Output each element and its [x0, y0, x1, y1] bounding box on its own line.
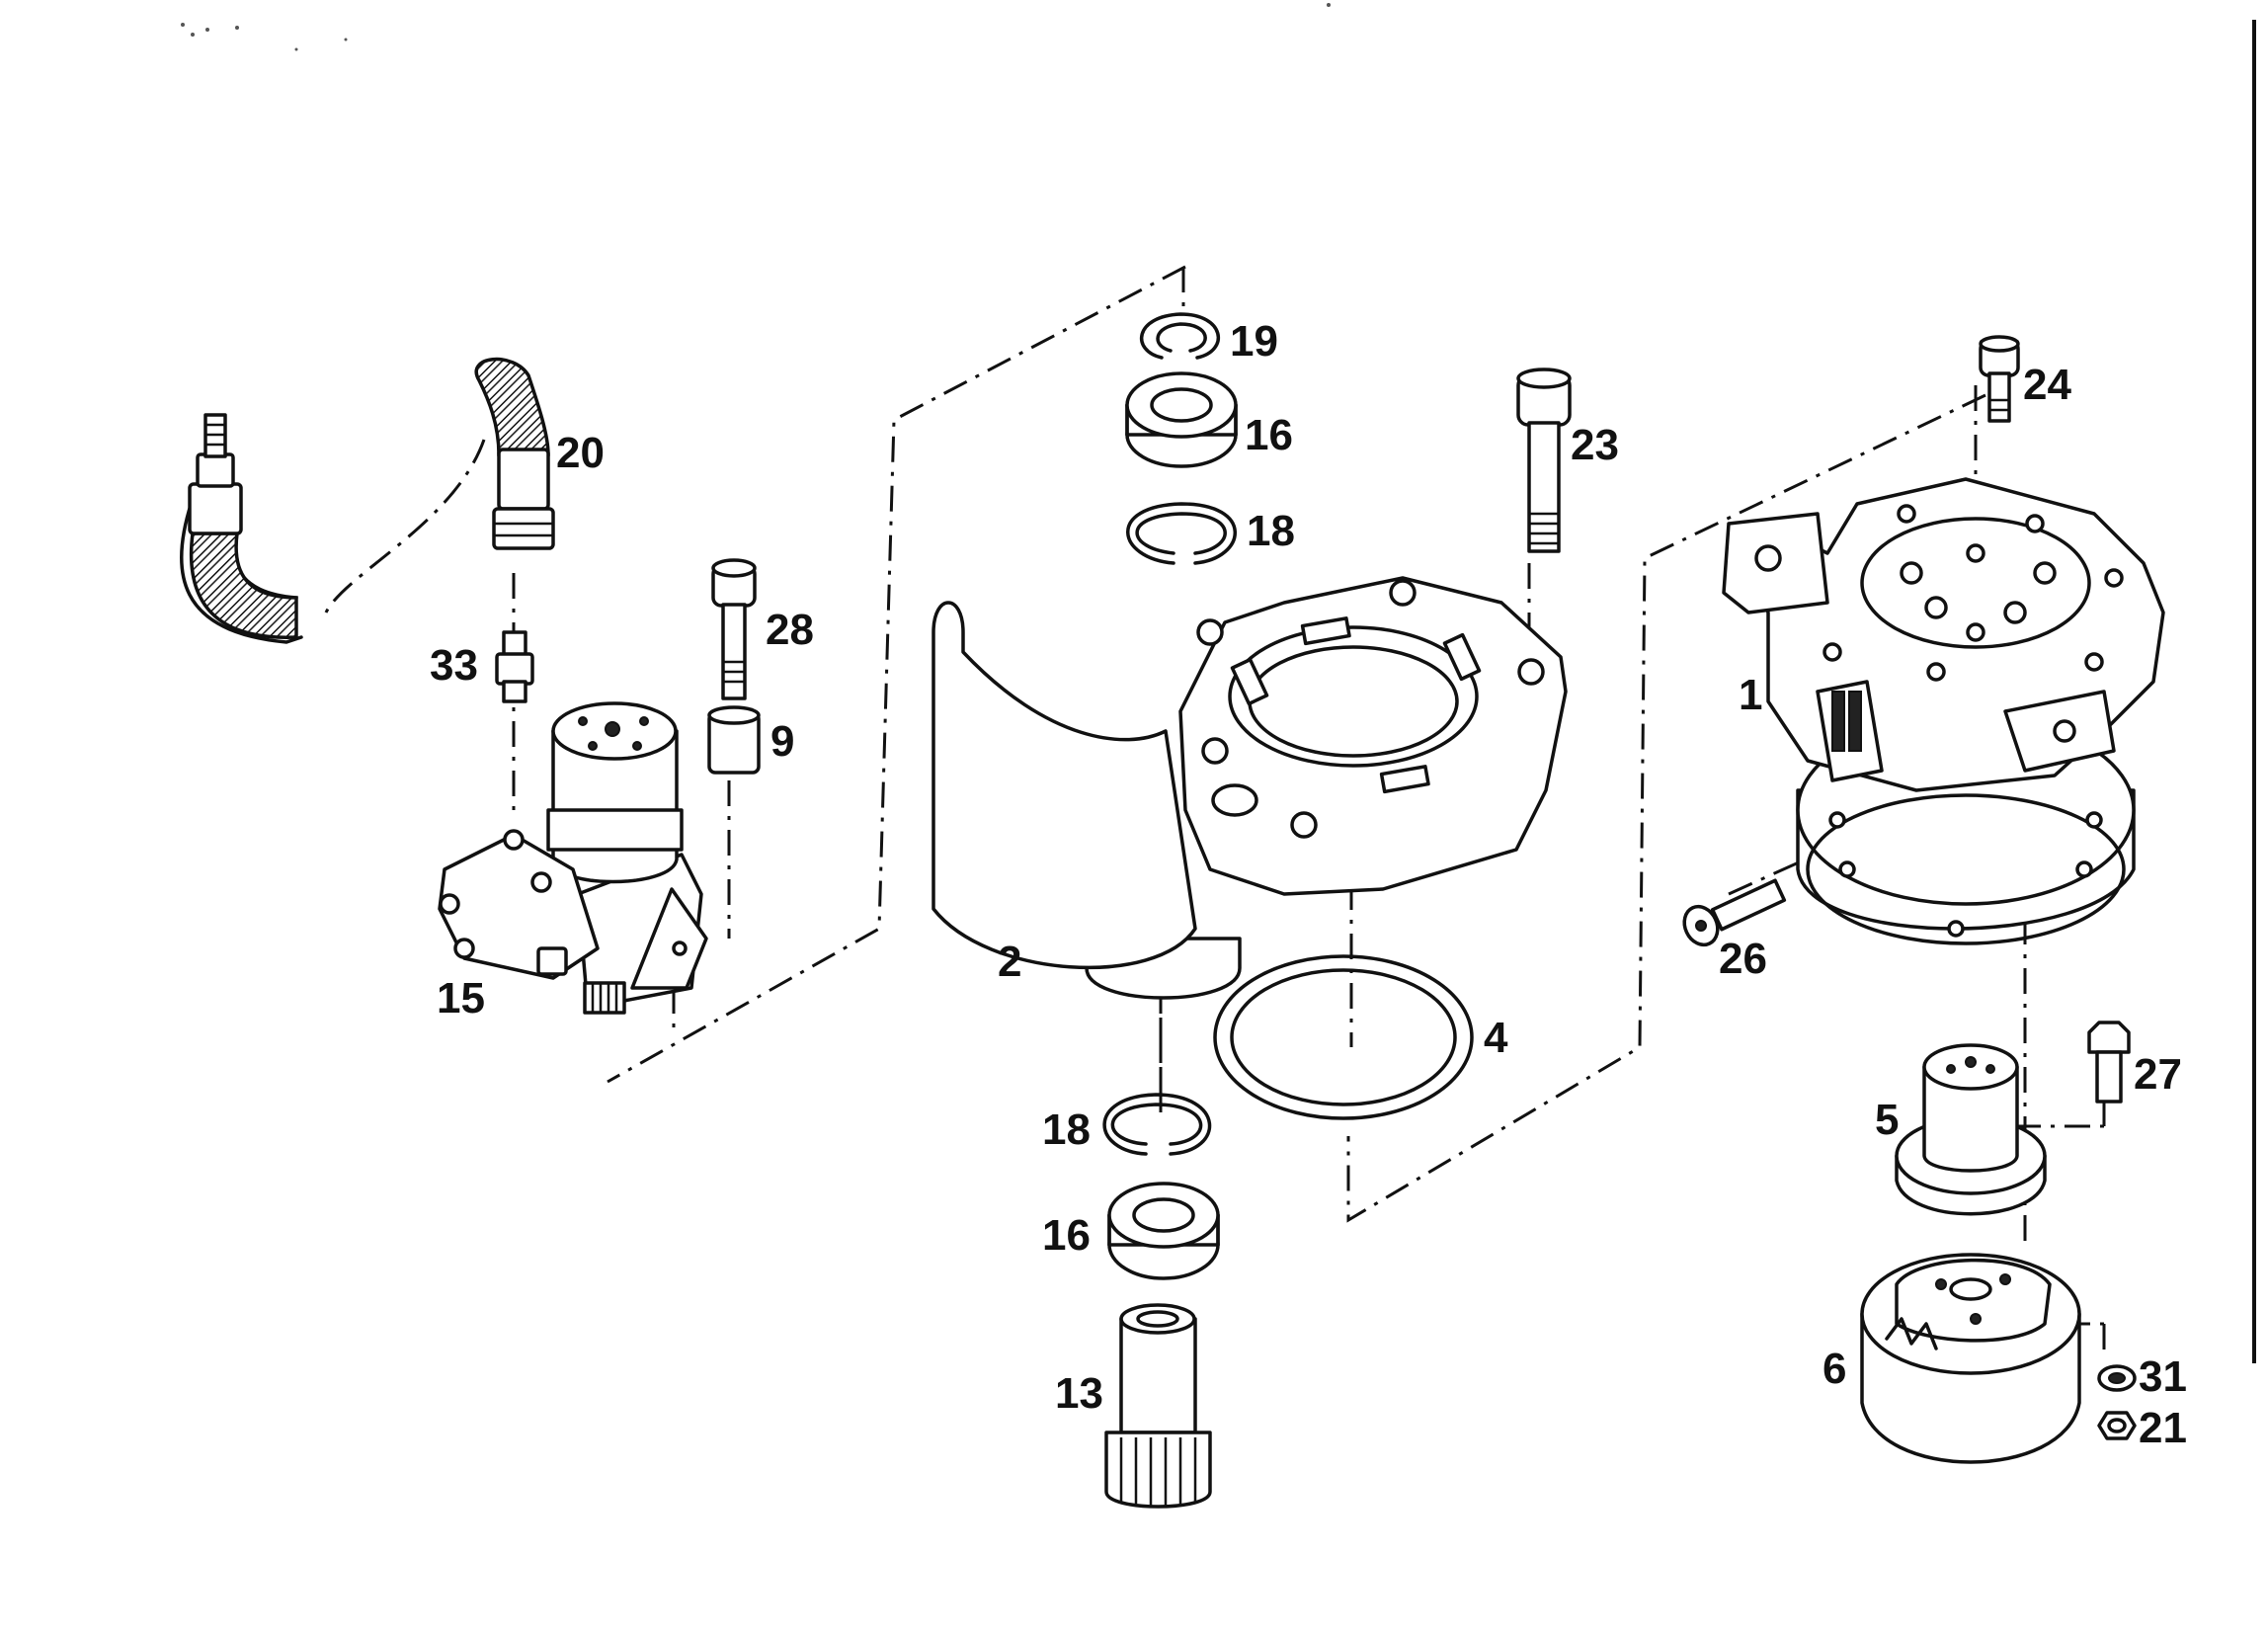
label-part-19: 19: [1230, 317, 1278, 366]
label-part-26: 26: [1719, 935, 1767, 983]
part-33-fitting: [495, 630, 534, 703]
part-1-reduction-gear: [1722, 477, 2165, 945]
part-13-pinion-shaft: [1104, 1303, 1212, 1509]
label-part-21: 21: [2139, 1404, 2187, 1452]
label-part-13: 13: [1055, 1369, 1103, 1418]
label-part-1: 1: [1739, 671, 1762, 719]
part-28-bolt: [711, 558, 757, 700]
part-19-circlip: [1139, 312, 1221, 360]
motor-pinion: [583, 981, 626, 1015]
part-16-bottom-bearing: [1107, 1182, 1220, 1280]
part-5-planet-carrier: [1895, 1043, 2047, 1216]
scan-marks: [181, 3, 1331, 51]
part-31-washer: [2097, 1364, 2137, 1392]
label-part-28: 28: [766, 606, 814, 654]
label-part-2: 2: [998, 938, 1021, 986]
label-part-18-bottom: 18: [1042, 1105, 1091, 1154]
part-20-hose: [180, 357, 555, 644]
part-2-housing: [932, 576, 1568, 1000]
label-part-16-bottom: 16: [1042, 1211, 1091, 1260]
part-26-bolt: [1682, 878, 1787, 947]
part-6-gear-housing: [1860, 1253, 2081, 1464]
part-9-bushing: [707, 705, 761, 775]
part-4-o-ring: [1213, 954, 1474, 1120]
label-part-6: 6: [1822, 1345, 1846, 1393]
label-part-20: 20: [556, 429, 605, 477]
label-part-15: 15: [437, 974, 485, 1022]
label-part-4: 4: [1484, 1014, 1508, 1062]
label-part-23: 23: [1571, 421, 1619, 469]
part-18-bottom-snap-ring: [1102, 1093, 1212, 1156]
label-part-5: 5: [1875, 1096, 1899, 1144]
label-part-16-top: 16: [1245, 411, 1293, 459]
part-24-bolt: [1979, 335, 2020, 423]
label-part-18-top: 18: [1247, 507, 1295, 555]
part-21-nut: [2097, 1411, 2137, 1440]
label-part-33: 33: [430, 641, 478, 690]
label-part-9: 9: [770, 717, 794, 766]
part-27-bolt: [2087, 1021, 2131, 1104]
part-15-swing-motor: [438, 701, 708, 1015]
part-16-top-bearing: [1125, 371, 1238, 468]
part-18-top-snap-ring: [1126, 502, 1237, 565]
label-part-27: 27: [2134, 1050, 2182, 1099]
label-part-31: 31: [2139, 1352, 2187, 1401]
label-part-24: 24: [2023, 361, 2071, 409]
part-labels: 1 2 4 5 6 9 13 15 16 16 18 18 19 20 21 2…: [430, 317, 2187, 1452]
part-23-bolt: [1516, 368, 1572, 553]
